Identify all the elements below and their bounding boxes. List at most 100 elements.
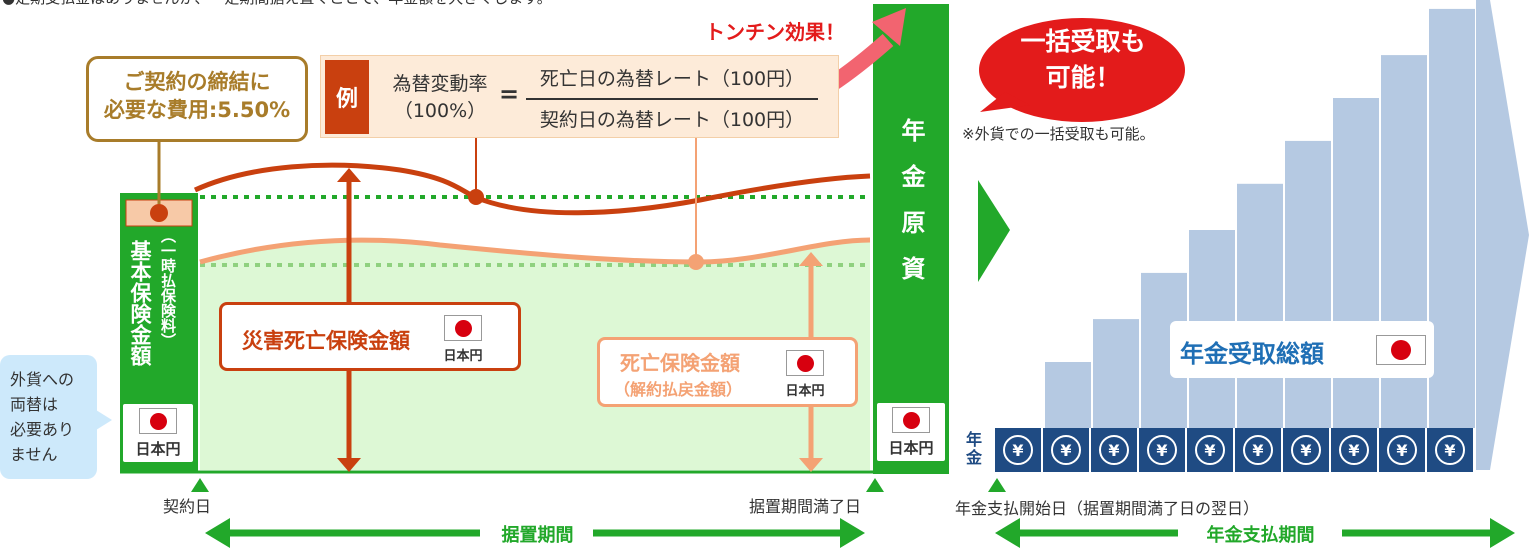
death-benefit-curve [199,237,871,265]
lump-sum-bubble-tail [980,92,1030,112]
pension-bar [1093,319,1139,428]
yen-coin-icon: ¥ [1283,428,1329,472]
exchange-note-tail [96,410,112,430]
deferral-arrow-right-head [840,518,865,548]
exchange-note-line4: ません [10,445,58,464]
pension-bar [1285,140,1331,428]
japan-flag-icon [892,407,930,433]
yen-symbol: ¥ [1435,435,1465,465]
contract-cost-line2: 必要な費用:5.50% [103,98,291,123]
base-amount-label: 基本保険金額 [128,240,152,366]
lump-sum-line1: 一括受取も [1020,27,1146,56]
equals-sign: = [499,80,520,108]
exchange-note-bubble [0,355,97,479]
example-tag: 例 [325,60,369,134]
deferral-end-marker [866,478,884,492]
yen-symbol: ¥ [1195,435,1225,465]
exchange-rate-example: 例 為替変動率 （100%） = 死亡日の為替レート（100円） 契約日の為替レ… [320,55,839,138]
growth-arrow-tip [1476,0,1529,470]
payment-arrow-right-head [1490,518,1515,548]
numerator: 死亡日の為替レート（100円） [539,68,805,90]
pension-principal-label: 年金原資 [897,118,925,302]
fraction-bar [526,98,818,100]
lump-sum-note: ※外貨での一括受取も可能。 [962,125,1155,143]
base-amount-currency-badge: 日本円 [123,404,193,462]
denominator: 契約日の為替レート（100円） [539,109,805,131]
contract-date-label: 契約日 [163,497,212,516]
yen-coin-icon: ¥ [1379,428,1425,472]
yen-coin-icon: ¥ [1139,428,1185,472]
yen-coin-icon: ¥ [1043,428,1089,472]
deferral-end-label: 据置期間満了日 [749,497,862,516]
death-benefit-label: 死亡保険金額 [620,351,740,375]
tontine-label: トンチン効果！ [705,20,845,44]
tontine-arrow-head [872,8,906,46]
exchange-note-line1: 外貨への [10,370,75,389]
pension-bar [1045,362,1091,428]
yen-payment-row: ¥ ¥ ¥ ¥ ¥ ¥ ¥ ¥ ¥ ¥ [995,428,1473,472]
lump-sum-bubble [979,18,1185,122]
japan-flag-icon [444,315,482,341]
exchange-note-line2: 両替は [10,395,59,414]
accident-death-box: 災害死亡保険金額 日本円 [219,302,521,371]
value-area [200,240,870,470]
yen-symbol: ¥ [1051,435,1081,465]
death-benefit-currency: 日本円 [785,384,825,399]
pension-principal-column [873,4,949,474]
yen-symbol: ¥ [1147,435,1177,465]
exchange-note-line3: 必要あり [10,420,75,439]
yen-symbol: ¥ [1003,435,1033,465]
death-benefit-box: 死亡保険金額 （解約払戻金額） 日本円 [597,337,858,407]
death-benefit-sub: （解約払戻金額） [614,380,743,399]
accident-death-label: 災害死亡保険金額 [242,329,410,353]
pension-bar [1429,8,1475,429]
yen-coin-icon: ¥ [1427,428,1473,472]
pension-small-label: 年金 [965,430,982,467]
exchange-rate-title: 為替変動率 [392,73,488,95]
accident-death-currency: 日本円 [443,349,483,364]
accident-arrow-top [337,168,361,182]
lump-sum-text: 一括受取も 可能！ [990,24,1176,96]
yen-symbol: ¥ [1099,435,1129,465]
fee-marker [150,204,168,222]
death-arrow-top [799,252,823,266]
exchange-rate-value: （100%） [393,99,487,122]
yen-symbol: ¥ [1339,435,1369,465]
pension-principal-currency: 日本円 [888,439,934,457]
japan-flag-icon [1376,335,1426,365]
payment-start-label: 年金支払開始日（据置期間満了日の翌日） [955,499,1260,518]
pension-principal-currency-badge: 日本円 [877,403,945,461]
yen-coin-icon: ¥ [1235,428,1281,472]
death-curve-marker [688,254,704,270]
yen-coin-icon: ¥ [995,428,1041,472]
transition-arrow [978,180,1010,282]
accident-death-curve [193,162,871,216]
pension-total-box: 年金受取総額 [1170,321,1434,378]
pension-bar [1333,98,1379,428]
contract-cost-line1: ご契約の締結に [123,70,271,94]
japan-flag-icon [786,350,824,376]
pension-total-label: 年金受取総額 [1180,340,1324,368]
contract-cost-callout: ご契約の締結に 必要な費用:5.50% [86,56,308,142]
base-amount-sub: （一時払保険料） [159,228,177,348]
top-note: ●定期支払金はありませんが、一定期間据え置くことで、年金額を大きくします。 [2,0,552,8]
deferral-arrow-left-head [205,518,230,548]
pension-bar [1237,183,1283,428]
payment-start-marker [988,478,1006,492]
deferral-period-label: 据置期間 [501,525,574,546]
accident-arrow-bottom [337,458,361,472]
death-arrow-bottom [799,458,823,472]
yen-coin-icon: ¥ [1331,428,1377,472]
accident-curve-marker [468,189,484,205]
payment-arrow-left-head [995,518,1020,548]
exchange-rate-label: 為替変動率 （100%） [377,71,503,124]
base-amount-currency: 日本円 [135,440,181,458]
payment-period-label: 年金支払期間 [1206,525,1315,546]
yen-symbol: ¥ [1387,435,1417,465]
exchange-note: 外貨への 両替は 必要あり ません [10,367,74,467]
lump-sum-line2: 可能！ [1045,63,1121,92]
contract-date-marker [191,478,209,492]
japan-flag-icon [139,408,177,434]
yen-symbol: ¥ [1243,435,1273,465]
